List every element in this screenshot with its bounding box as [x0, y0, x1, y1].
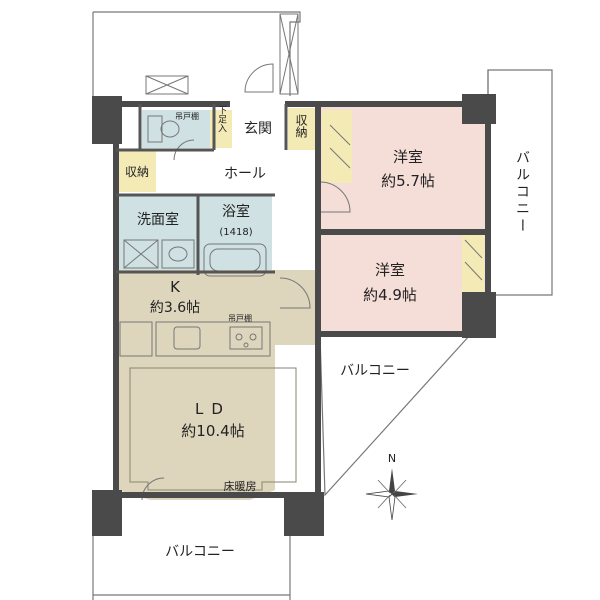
- shoe-cabinet-label: 下足入: [216, 106, 227, 133]
- ld-size-label: 約10.4帖: [181, 422, 244, 440]
- storage-hall-label: 収納: [125, 165, 149, 179]
- storage-entry-label: 収納: [294, 114, 308, 138]
- balcony-bottom-label: バルコニー: [165, 544, 235, 560]
- closet1-floor: [322, 110, 352, 183]
- ld-floor: [118, 270, 318, 500]
- toilet-shelf-label: 吊戸棚: [175, 111, 199, 121]
- bedroom1-name-label: 洋室: [393, 148, 423, 166]
- kitchen-shelf-label: 吊戸棚: [228, 313, 252, 323]
- kitchen-size-label: 約3.6帖: [150, 300, 200, 316]
- storage-hall-floor: [118, 150, 156, 192]
- washroom-label: 洗面室: [137, 211, 179, 228]
- balcony-middle-label: バルコニー: [340, 363, 410, 379]
- bedroom2-size-label: 約4.9帖: [363, 286, 417, 304]
- columns: [92, 94, 496, 536]
- bedroom2-floor: [318, 233, 486, 333]
- interior-walls: [116, 104, 288, 275]
- balcony-right-label: バルコニー: [514, 150, 530, 235]
- ld-name-label: LD: [195, 400, 231, 418]
- kitchen-name-label: K: [170, 278, 181, 296]
- compass-north-label: N: [388, 452, 396, 465]
- bedroom2-name-label: 洋室: [375, 261, 405, 279]
- storage-entry-floor: [288, 108, 316, 150]
- bathroom-label: 浴室: [222, 203, 250, 220]
- bedroom1-size-label: 約5.7帖: [381, 172, 435, 190]
- bath-size-label: (1418): [219, 227, 252, 238]
- genkan-label: 玄関: [244, 120, 272, 137]
- bedroom1-floor: [318, 106, 485, 230]
- floor-heating-label: 床暖房: [224, 479, 257, 493]
- compass-rose: N: [365, 452, 418, 521]
- closet2-floor: [462, 233, 484, 293]
- hall-label: ホール: [224, 166, 266, 182]
